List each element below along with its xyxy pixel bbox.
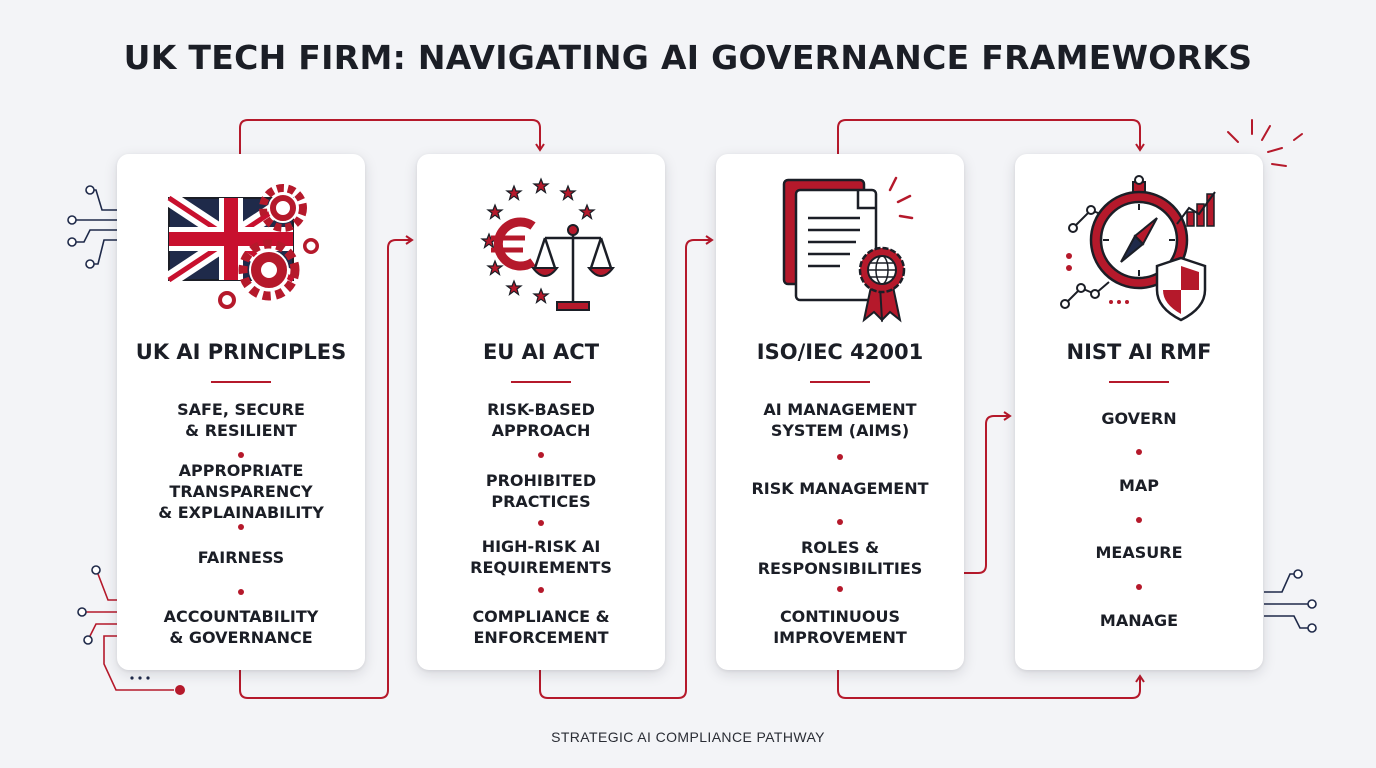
card-item: MEASURE bbox=[1095, 542, 1183, 562]
item-separator-dot bbox=[538, 520, 544, 526]
card-title: ISO/IEC 42001 bbox=[756, 340, 924, 364]
connector-top-2 bbox=[837, 119, 1145, 154]
card-uk-ai-principles: UK AI PRINCIPLES SAFE, SECURE& RESILIENT A… bbox=[117, 154, 365, 670]
item-separator-dot bbox=[1136, 584, 1142, 590]
card-item: COMPLIANCE &ENFORCEMENT bbox=[472, 607, 610, 647]
card-item: SAFE, SECURE& RESILIENT bbox=[177, 400, 305, 440]
card-item: FAIRNESS bbox=[197, 547, 285, 567]
connector-bottom-2 bbox=[539, 235, 714, 699]
item-separator-dot bbox=[1136, 517, 1142, 523]
card-title: UK AI PRINCIPLES bbox=[135, 340, 347, 364]
compass-shield-icon bbox=[1060, 175, 1216, 322]
card-item: RISK MANAGEMENT bbox=[751, 478, 929, 498]
card-item: GOVERN bbox=[1101, 408, 1177, 428]
title-underline bbox=[810, 381, 870, 383]
item-separator-dot bbox=[837, 586, 843, 592]
item-separator-dot bbox=[538, 452, 544, 458]
footer-caption: STRATEGIC AI COMPLIANCE PATHWAY bbox=[551, 729, 825, 745]
item-separator-dot bbox=[837, 519, 843, 525]
connector-top-1 bbox=[239, 119, 545, 154]
eu-euro-scales-icon bbox=[481, 177, 616, 311]
card-title: EU AI ACT bbox=[482, 340, 600, 364]
item-separator-dot bbox=[238, 524, 244, 530]
page-title: UK TECH FIRM: NAVIGATING AI GOVERNANCE F… bbox=[123, 38, 1253, 77]
item-separator-dot bbox=[837, 454, 843, 460]
connector-bottom-1 bbox=[239, 235, 414, 699]
item-separator-dot bbox=[238, 589, 244, 595]
card-item: MAP bbox=[1118, 475, 1160, 495]
title-underline bbox=[1109, 381, 1169, 383]
card-item: MANAGE bbox=[1099, 610, 1179, 630]
circuit-left-top-icon bbox=[67, 185, 120, 269]
card-title: NIST AI RMF bbox=[1066, 340, 1212, 364]
sparkle-accent-icon bbox=[1227, 119, 1303, 167]
circuit-left-bottom-icon bbox=[77, 565, 185, 695]
item-separator-dot bbox=[238, 452, 244, 458]
document-certificate-icon bbox=[782, 176, 914, 323]
card-nist-ai-rmf: NIST AI RMF GOVERN MAP MEASURE MANAGE bbox=[1015, 154, 1263, 670]
item-separator-dot bbox=[538, 587, 544, 593]
title-underline bbox=[211, 381, 271, 383]
connector-bottom-3 bbox=[837, 670, 1145, 699]
circuit-right-bottom-icon bbox=[1264, 569, 1317, 633]
uk-flag-gears-icon bbox=[164, 184, 321, 311]
connector-mid-3 bbox=[963, 411, 1012, 574]
card-item: ROLES &RESPONSIBILITIES bbox=[757, 538, 923, 578]
card-item: ACCOUNTABILITY& GOVERNANCE bbox=[163, 607, 319, 647]
title-underline bbox=[511, 381, 571, 383]
item-separator-dot bbox=[1136, 449, 1142, 455]
